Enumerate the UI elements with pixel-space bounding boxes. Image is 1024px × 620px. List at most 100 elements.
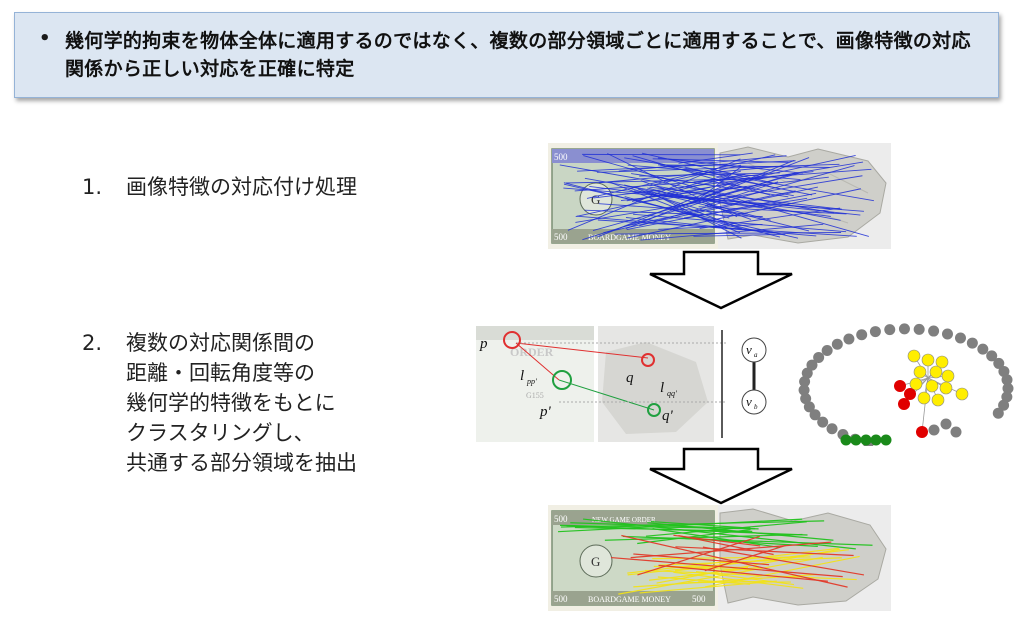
cluster-match-line [702,546,865,576]
label-q-prime: q' [662,408,674,424]
cluster-match-line [618,556,823,595]
match-line [633,190,861,216]
yellow-node [907,349,921,363]
gray-node [869,326,881,338]
match-line [678,152,753,164]
label-vb-sub: b [754,403,758,411]
step-2-line-3: 幾何学的特徴をもとに [126,391,336,415]
match-line [652,158,789,163]
match-line [699,207,841,229]
gray-node [821,344,833,356]
match-lines [559,152,874,241]
label-lqq: l [660,380,664,396]
cluster-match-line [645,521,807,537]
down-arrow-2 [646,447,796,505]
cluster-match-line [633,573,817,588]
match-line [625,159,795,230]
node-va [741,337,767,363]
yellow-node [935,355,949,369]
match-line [584,209,763,218]
match-line [607,153,738,218]
gray-node [799,376,811,388]
banknote-seal-2 [579,544,613,578]
green-node [860,434,872,446]
red-node [894,380,906,392]
gray-node-inner [928,424,940,436]
match-line [642,186,747,203]
gray-node [1001,374,1013,386]
gray-node [800,393,812,405]
yellow-node [921,353,935,367]
gray-node [993,357,1005,369]
step-2-line-1: 複数の対応関係間の [126,331,315,355]
gray-node [826,423,838,435]
match-line [575,155,856,218]
cluster-match-line [637,535,760,576]
label-p-prime: p' [539,404,552,420]
match-line [614,232,842,235]
gray-node [941,328,953,340]
clustered-matching-image: 500 NEW GAME ORDER 500 BOARDGAME MONEY 5… [548,505,891,611]
down-arrow-2-svg [649,447,793,505]
match-line [667,183,769,209]
gray-node [806,359,818,371]
banknote-bottom-band-2 [552,591,714,605]
bullet-marker: • [39,28,51,49]
qprime-rotation-icon [647,403,661,417]
label-lqq-sub: qq' [667,389,677,398]
p-rotation-icon [503,331,521,349]
gray-node [998,399,1010,411]
node-vb [741,389,767,415]
clustering-svg: ORDER G155 p p' l pp' q l qq' q' v a v b [476,323,1014,446]
green-node [840,434,852,446]
gray-node [977,343,989,355]
gray-node [803,401,815,413]
cluster-match-line [658,564,828,582]
step-1-number: 1. [82,175,103,199]
step-2: 2. 複数の対応関係間の 距離・回転角度等の 幾何学的特徴をもとに クラスタリング… [82,328,357,478]
gray-node [831,338,843,350]
match-line [598,203,748,215]
cluster-graph [798,323,1014,446]
yellow-node [925,379,939,393]
gray-node-inner [940,418,952,430]
yellow-node [909,377,923,391]
label-va: v [746,342,752,357]
summary-banner: • 幾何学的拘束を物体全体に適用するのではなく、複数の部分領域ごとに適用すること… [14,12,999,98]
yellow-node [929,365,943,379]
match-line [618,155,787,172]
red-node [916,426,928,438]
step-1: 1.画像特徴の対応付け処理 [82,172,357,202]
cluster-match-line [637,528,751,545]
step-2-line-4: クラスタリングし、 [126,421,315,445]
denomination-top: 500 [554,152,568,162]
gray-node [998,365,1010,377]
green-node [870,434,882,446]
clustered-svg: 500 NEW GAME ORDER 500 BOARDGAME MONEY 5… [548,505,887,611]
note-crop-band [476,326,594,340]
match-line [627,164,801,181]
down-arrow-1-svg [649,250,793,310]
cluster-match-line [674,549,849,572]
gray-node [992,407,1004,419]
gray-node [801,367,813,379]
match-line [639,165,855,227]
gray-node [954,332,966,344]
denomination-bottom-left-2: 500 [554,594,568,604]
match-line [563,182,781,238]
matching-svg: 500 500 BOARDGAME MONEY G [548,143,887,249]
cluster-match-line [675,546,854,557]
gray-node [884,324,896,336]
step-2-line-2: 距離・回転角度等の [126,361,315,385]
banknote-bottom-band [552,229,714,243]
match-line [640,223,824,241]
step-2-number: 2. [82,331,103,355]
yellow-node [931,393,945,407]
yellow-node [941,369,955,383]
match-line [639,172,780,177]
cluster-match-line [639,580,777,594]
denomination-bottom-right-2: 500 [692,594,706,604]
cluster-match-line [610,556,843,578]
down-arrow-1-shape [649,250,793,310]
green-node [880,434,892,446]
